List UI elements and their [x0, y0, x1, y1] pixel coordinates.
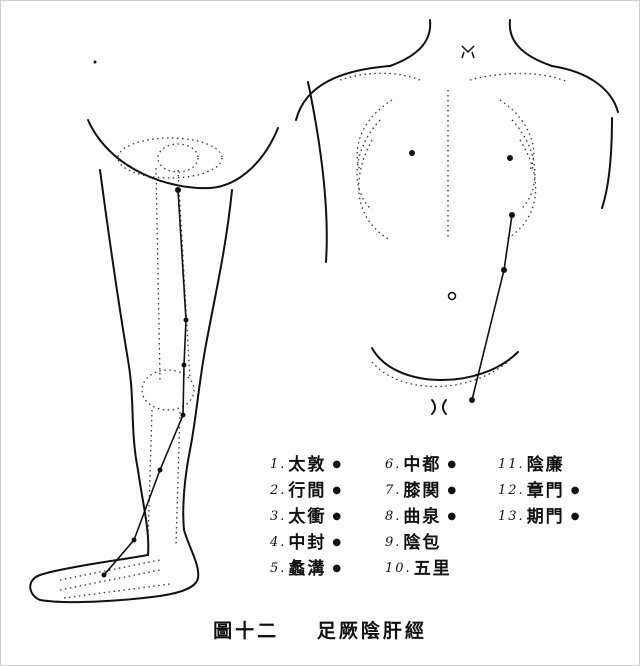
legend-col-1: 1.太敦● 2.行間● 3.太衝● 4.中封● 5.蠡溝● — [270, 452, 343, 582]
clavicles — [340, 73, 568, 82]
acupoint-marker — [184, 318, 189, 323]
legend-col-2: 6.中都● 7.膝関● 8.曲泉● 9.陰包 10.五里 — [385, 452, 458, 582]
torso-right-shoulder — [552, 66, 618, 112]
acupoint-marker — [158, 468, 163, 473]
foot-bones — [60, 560, 170, 598]
acupoint-marker — [102, 573, 107, 578]
legend-item: 2.行間● — [270, 478, 343, 504]
legend-item: 6.中都● — [385, 452, 458, 478]
figure-title: 足厥陰肝經 — [317, 620, 427, 642]
torso-left-arm — [308, 82, 327, 262]
leg-inner-edge — [183, 190, 232, 578]
acupoint-marker — [507, 155, 513, 161]
acupoint-marker — [175, 187, 181, 193]
legend-item: 9.陰包 — [385, 530, 458, 556]
acupoint-marker — [132, 538, 137, 543]
acupoint-marker — [182, 363, 187, 368]
torso-pelvis-arc — [372, 348, 518, 380]
legend-col-3: 11.陰廉 12.章門● 13.期門● — [498, 452, 581, 530]
legend-item: 10.五里 — [385, 556, 458, 582]
acupoint-marker — [181, 413, 186, 418]
ribs-left — [357, 100, 392, 240]
pelvis-bone — [118, 138, 222, 178]
tibia-bone — [148, 410, 180, 545]
legend-item: 11.陰廉 — [498, 452, 581, 478]
meridian-line-torso — [472, 215, 512, 400]
legend-item: 13.期門● — [498, 504, 581, 530]
legend-item: 7.膝関● — [385, 478, 458, 504]
torso-neck-left — [390, 20, 430, 66]
figure-number: 圖十二 — [213, 620, 279, 642]
legend-item: 4.中封● — [270, 530, 343, 556]
legend-item: 5.蠡溝● — [270, 556, 343, 582]
leg-outer-edge — [100, 170, 148, 555]
figure-caption: 圖十二 足厥陰肝經 — [0, 616, 640, 643]
legend-item: 3.太衝● — [270, 504, 343, 530]
acupoint-marker — [509, 212, 515, 218]
legend-item: 12.章門● — [498, 478, 581, 504]
femur-head — [158, 144, 198, 172]
speck — [94, 61, 97, 64]
legend-item: 8.曲泉● — [385, 504, 458, 530]
pelvis-dotted — [372, 360, 510, 387]
acupoint-marker — [409, 150, 415, 156]
torso-right-arm — [602, 118, 612, 208]
ribs-right — [500, 100, 536, 240]
suprasternal-notch — [462, 46, 474, 58]
navel — [449, 293, 456, 300]
acupoint-marker — [469, 397, 475, 403]
torso-neck-right — [510, 20, 552, 66]
acupoint-marker — [501, 267, 507, 273]
knee-cap — [142, 370, 194, 410]
torso-groin — [432, 400, 446, 414]
legend-item: 1.太敦● — [270, 452, 343, 478]
